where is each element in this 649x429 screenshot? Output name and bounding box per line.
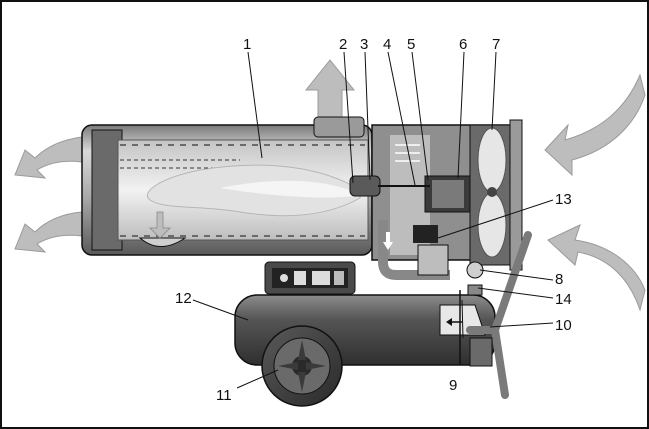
callout-12: 12 [175,290,192,307]
intake-arrow-lower [547,224,646,312]
callout-14: 14 [555,291,572,308]
combustion-chamber [81,116,373,256]
callout-6: 6 [459,36,467,53]
callout-8: 8 [555,271,563,288]
intake-arrow-upper [544,73,646,177]
callout-7: 7 [492,36,500,53]
control-panel [264,261,356,295]
outflow-arrow-lower [14,211,83,253]
callout-4: 4 [383,36,391,53]
airflow-arrows [14,59,646,312]
callout-10: 10 [555,317,572,334]
callout-9: 9 [449,377,457,394]
wheel [261,325,343,407]
callout-3: 3 [360,36,368,53]
callout-labels: 1 2 3 4 5 6 7 8 9 10 11 12 13 14 [175,36,572,404]
burner-housing [349,119,523,280]
callout-2: 2 [339,36,347,53]
callout-5: 5 [407,36,415,53]
outflow-arrow-upper [14,136,83,179]
callout-1: 1 [243,36,251,53]
callout-11: 11 [216,387,232,404]
handle [466,231,532,399]
callout-13: 13 [555,191,572,208]
leader-lines [192,51,554,389]
